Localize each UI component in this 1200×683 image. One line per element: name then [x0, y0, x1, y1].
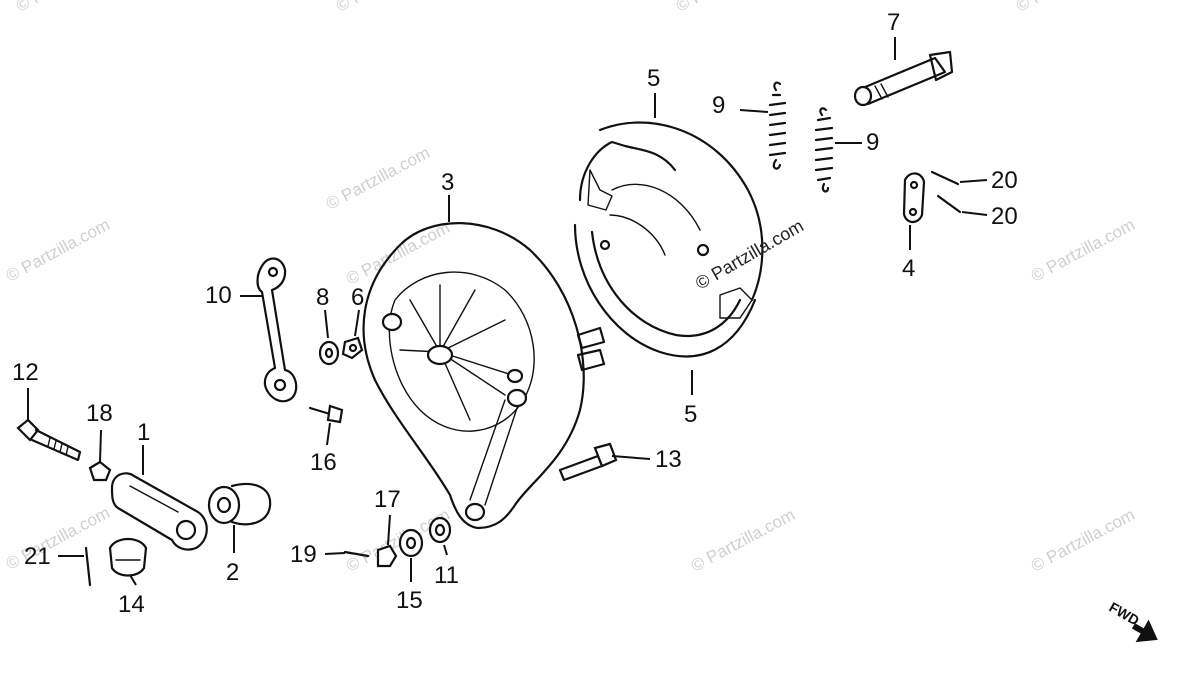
part-label: 11: [434, 562, 459, 589]
washer-part: [398, 528, 424, 558]
bolt-part: [16, 418, 82, 462]
part-label: 5: [684, 401, 697, 428]
part-label: 9: [866, 129, 879, 156]
part-label: 19: [290, 541, 317, 568]
part-label: 1: [137, 419, 150, 446]
cap-nut-part: [108, 537, 148, 577]
part-labels: 1 2 3 4 5 5 6 7 8 9 9 10 11 12 13 14 15 …: [12, 9, 1018, 618]
watermark: © Partzilla.com: [1013, 0, 1123, 16]
part-label: 16: [310, 449, 337, 476]
collar-part: [207, 482, 272, 526]
forward-arrow-icon: FWD: [1107, 599, 1158, 643]
part-label: 4: [902, 255, 915, 282]
nut-part: [88, 460, 112, 482]
bolt-part: [558, 442, 618, 482]
forward-label: FWD: [1107, 599, 1143, 629]
washer-part: [428, 516, 452, 544]
part-label: 5: [647, 65, 660, 92]
watermark: © Partzilla.com: [3, 215, 113, 286]
part-label: 15: [396, 587, 423, 614]
watermark: © Partzilla.com: [1028, 505, 1138, 576]
brake-shoes-part: [573, 121, 764, 358]
part-label: 20: [991, 167, 1018, 194]
part-label: 21: [24, 543, 51, 570]
bolt-part: [308, 404, 344, 424]
part-label: 7: [887, 9, 900, 36]
brake-panel-part: [362, 222, 606, 530]
pin-part: [343, 550, 370, 558]
stopper-arm-part: [110, 472, 208, 551]
watermark: © Partzilla.com: [323, 143, 433, 214]
washer-part: [318, 340, 340, 366]
leader-lines: [27, 37, 988, 586]
part-label: 8: [316, 284, 329, 311]
part-label: 9: [712, 92, 725, 119]
watermark: © Partzilla.com: [1028, 215, 1138, 286]
part-label: 6: [351, 284, 364, 311]
part-label: 18: [86, 400, 113, 427]
part-label: 13: [655, 446, 682, 473]
part-label: 14: [118, 591, 145, 618]
brake-arm-part: [256, 257, 298, 403]
nut-part: [341, 336, 364, 360]
part-label: 2: [226, 559, 239, 586]
watermark: © Partzilla.com: [343, 218, 453, 289]
watermark: © Partzilla.com: [673, 0, 783, 16]
watermark: © Partzilla.com: [333, 0, 443, 16]
watermark: © Partzilla.com: [3, 503, 113, 574]
watermark: © Partzilla.com: [688, 505, 798, 576]
brake-spring-part: [768, 81, 787, 170]
center-watermark: © Partzilla.com: [692, 215, 807, 293]
brake-spring-part: [814, 107, 834, 193]
watermark: © Partzilla.com: [13, 0, 123, 16]
part-label: 12: [12, 359, 39, 386]
nut-part: [376, 544, 398, 568]
cotter-pin-part: [84, 546, 92, 587]
part-label: 17: [374, 486, 401, 513]
part-label: 20: [991, 203, 1018, 230]
part-label: 3: [441, 169, 454, 196]
plate-part: [902, 172, 926, 224]
brake-cam-part: [853, 50, 954, 107]
part-label: 10: [205, 282, 232, 309]
watermark-layer: © Partzilla.com © Partzilla.com © Partzi…: [3, 0, 1138, 576]
cotter-pin-part: [930, 170, 962, 214]
